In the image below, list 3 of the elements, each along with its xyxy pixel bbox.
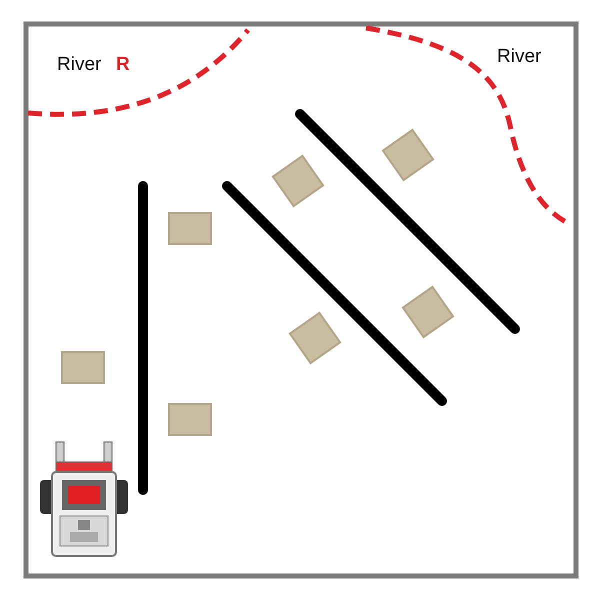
river-label: River bbox=[497, 46, 542, 68]
river-label: River bbox=[57, 54, 102, 76]
marker-letter: R bbox=[116, 54, 130, 76]
